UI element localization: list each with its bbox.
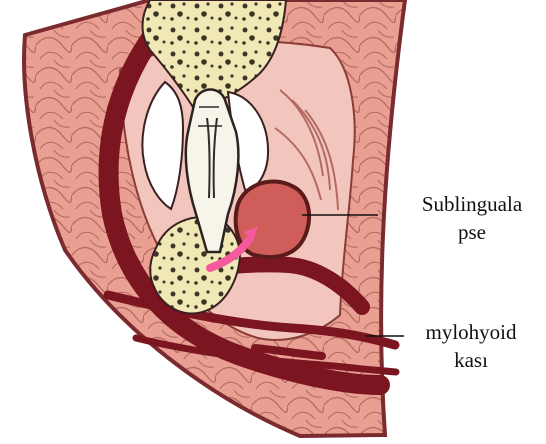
sublingual-label-line-1: Sublinguala <box>408 190 536 218</box>
sublingual-label: Sublinguala pse <box>408 190 536 246</box>
sublingual-label-line-2: pse <box>408 218 536 246</box>
mylohyoid-label-line-2: kası <box>410 346 532 374</box>
mylohyoid-label-line-1: mylohyoid <box>410 318 532 346</box>
mylohyoid-label: mylohyoid kası <box>410 318 532 374</box>
